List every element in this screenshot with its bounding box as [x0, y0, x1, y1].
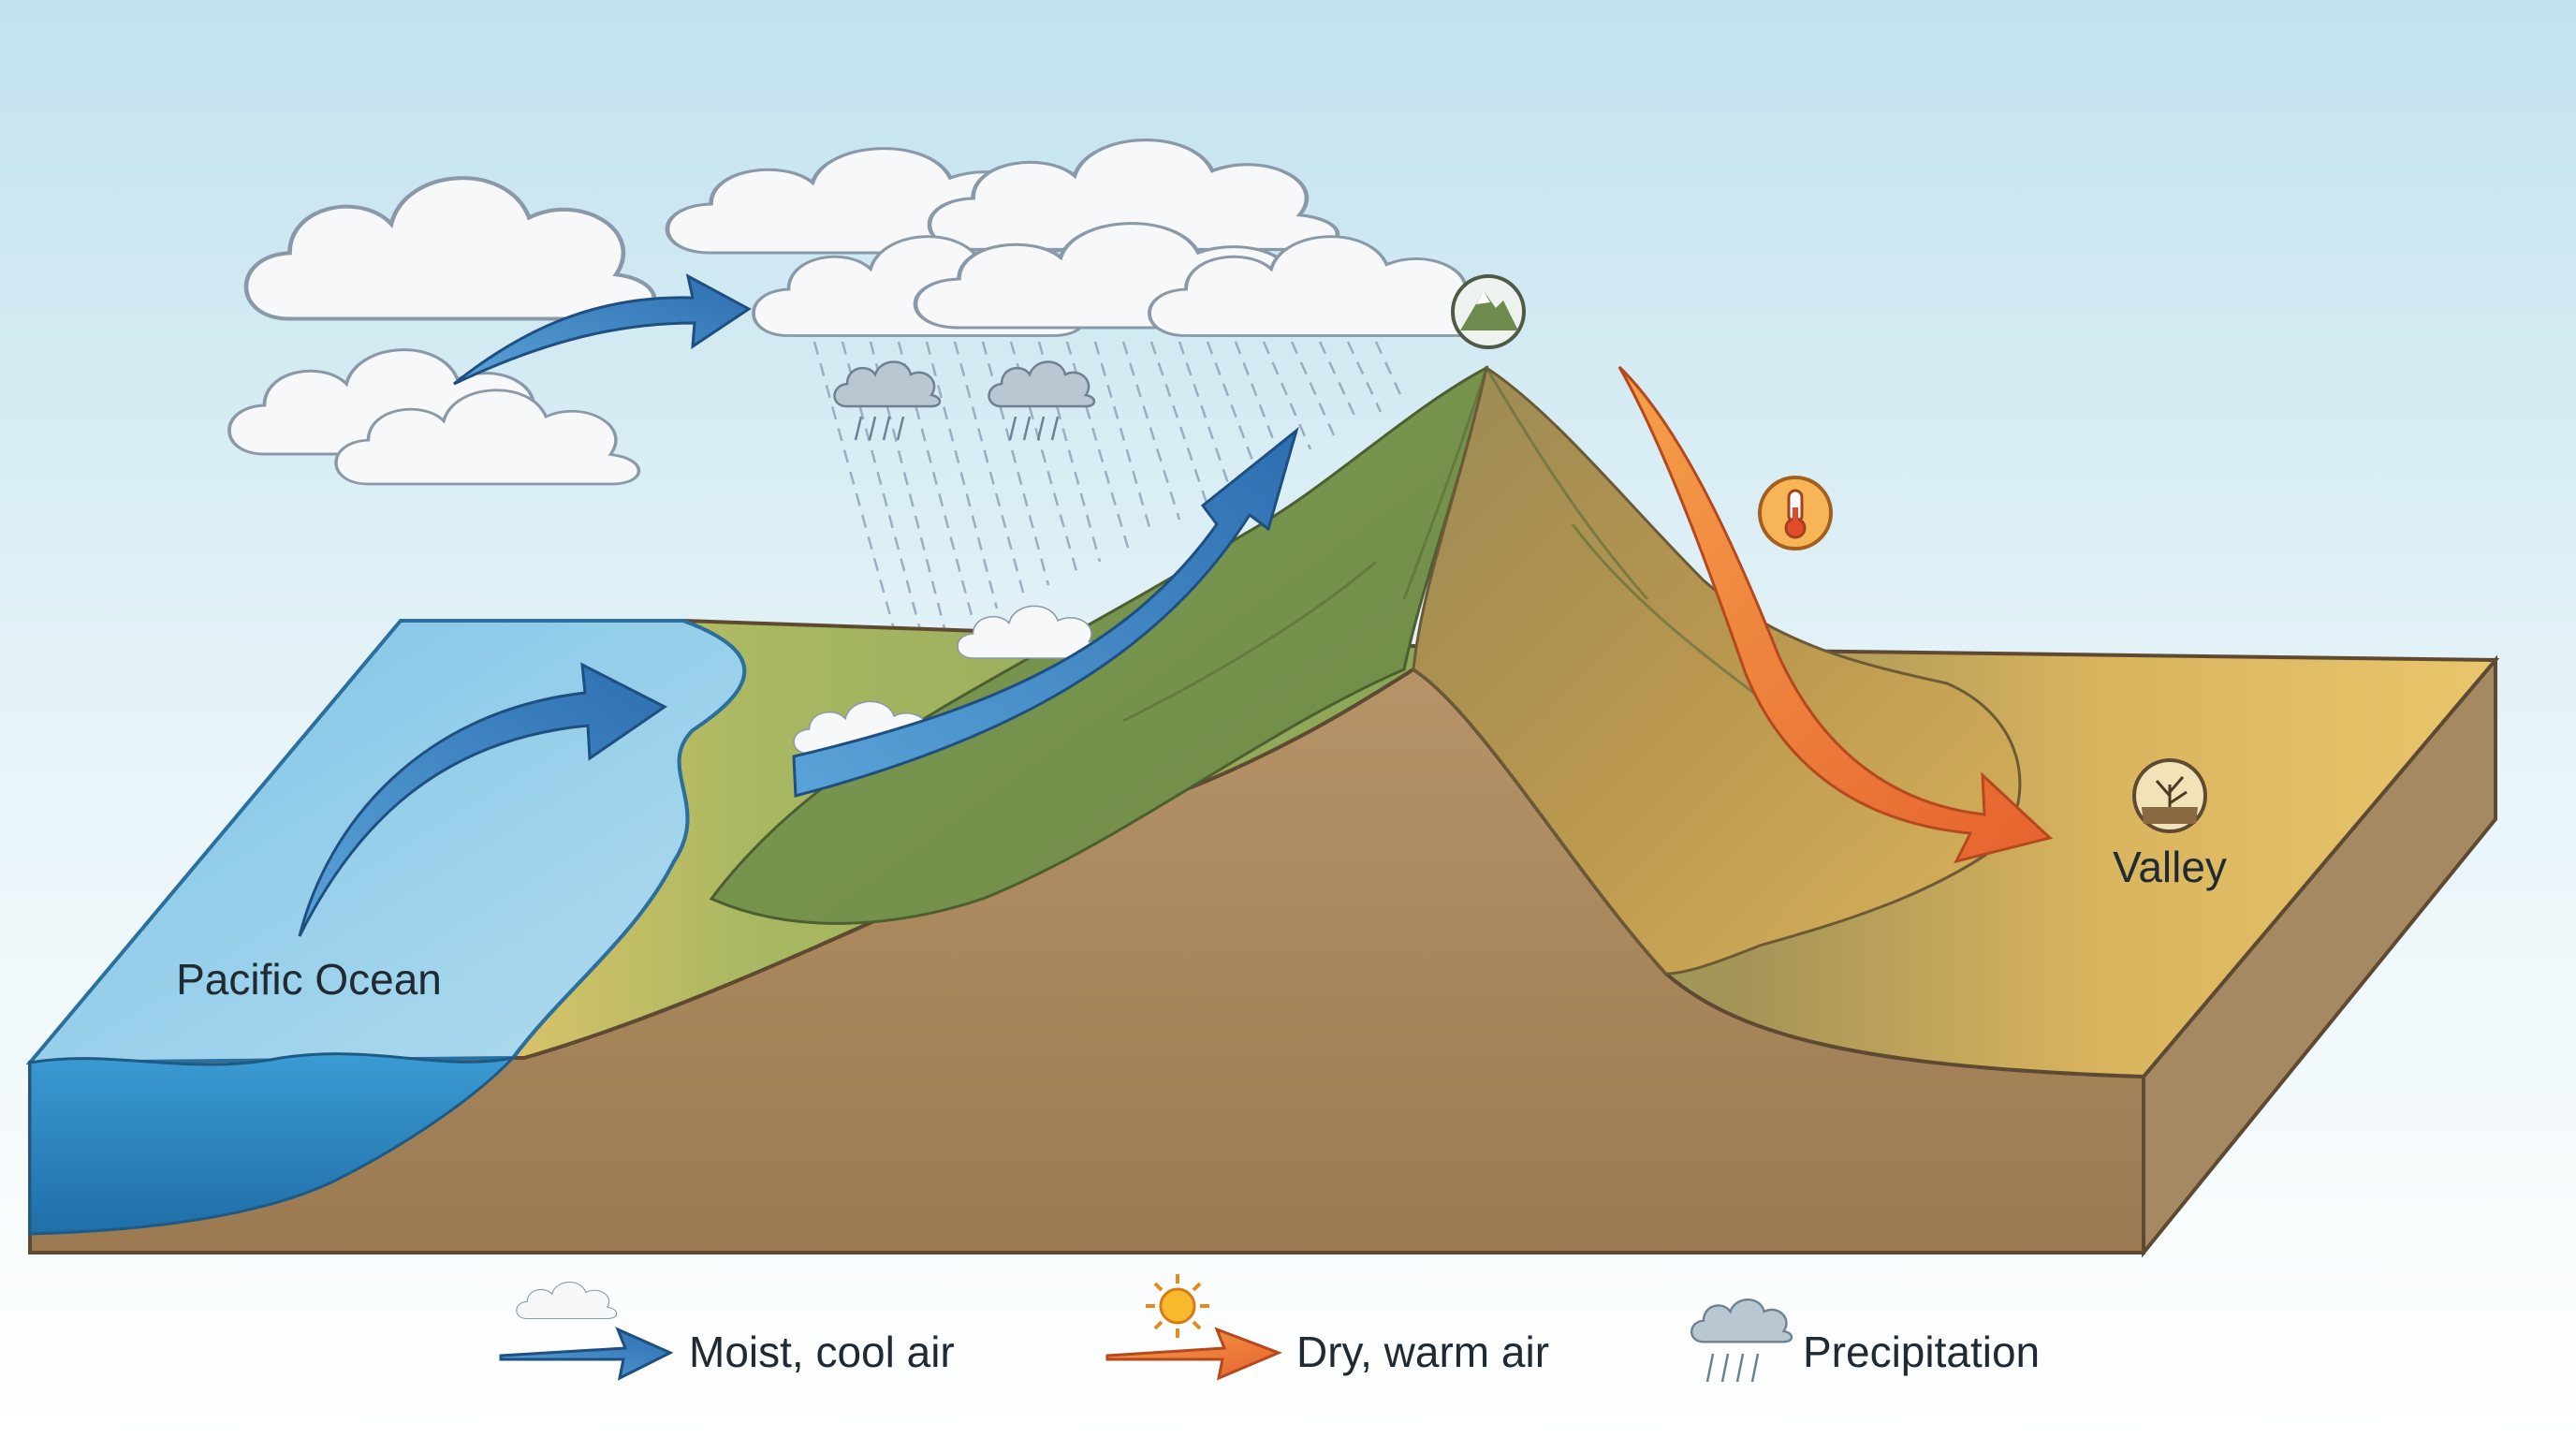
ocean-label: Pacific Ocean	[176, 955, 442, 1004]
legend-label-precipitation: Precipitation	[1803, 1328, 2040, 1376]
dry-air-arrow	[1617, 365, 2054, 864]
sun-icon	[1146, 1274, 1209, 1338]
legend-label-dry-air: Dry, warm air	[1296, 1328, 1549, 1376]
legend: Moist, cool air Dry, warm air	[499, 1274, 2040, 1383]
orange-arrow-icon	[1105, 1327, 1283, 1381]
moist-air-arrow	[792, 426, 1299, 798]
mountain-ridges	[1122, 367, 1779, 723]
moist-air-arrow	[453, 273, 752, 386]
ocean-surface	[25, 619, 746, 1065]
rain-cloud-icon	[833, 360, 942, 441]
mountain-leeward-slope	[1412, 365, 2022, 976]
valley-label: Valley	[2113, 843, 2227, 891]
thermometer-icon	[1758, 476, 1833, 550]
mountain-icon	[1451, 274, 1526, 349]
moist-air-arrow	[298, 662, 667, 937]
blue-arrow-icon	[499, 1327, 674, 1381]
ocean-cross-section	[28, 1052, 518, 1236]
dry-plant-icon	[2132, 758, 2207, 833]
legend-item-dry-air: Dry, warm air	[1105, 1274, 1549, 1381]
legend-item-precipitation: Precipitation	[1690, 1298, 2040, 1383]
rain-cloud-icon	[988, 360, 1096, 441]
rain-cloud-icon	[1690, 1298, 1793, 1383]
legend-item-moist-air: Moist, cool air	[499, 1281, 955, 1381]
legend-label-moist-air: Moist, cool air	[689, 1328, 955, 1376]
